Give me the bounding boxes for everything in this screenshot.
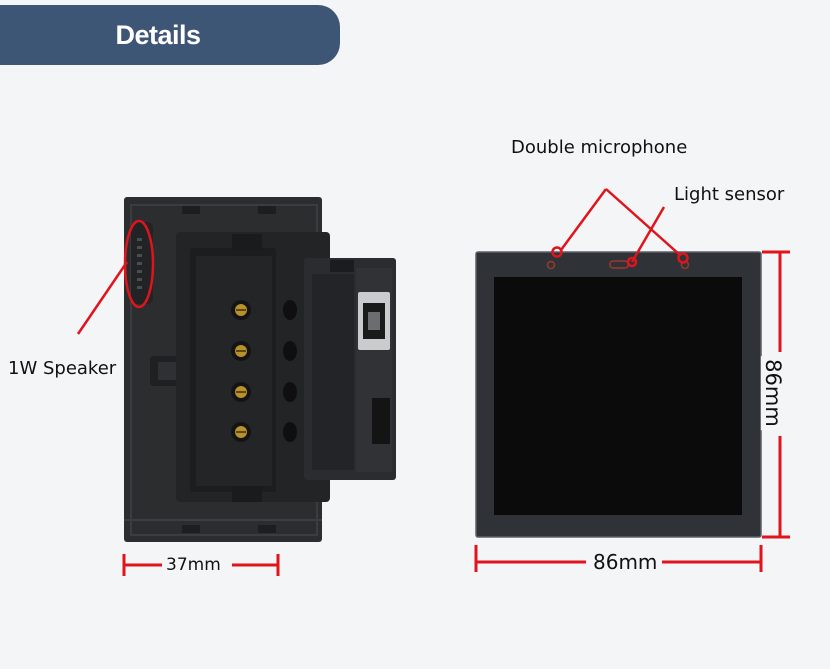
depth-dimension-label: 37mm	[164, 555, 223, 575]
width-dimension-line	[474, 545, 763, 572]
network-port-icon	[358, 292, 390, 350]
front-view-device	[475, 251, 762, 538]
microphone-left-icon	[546, 260, 556, 270]
header-title: Details	[115, 19, 201, 50]
height-dimension-line	[762, 250, 790, 539]
touch-screen	[494, 277, 742, 515]
height-dimension-label: 86mm	[760, 356, 785, 430]
speaker-grille-icon	[137, 238, 142, 289]
light-sensor-label: Light sensor	[674, 184, 785, 205]
speaker-label: 1W Speaker	[8, 358, 117, 379]
width-dimension-label: 86mm	[590, 550, 661, 574]
details-header-tab: Details	[0, 5, 340, 65]
speaker-pointer-line	[76, 261, 129, 335]
microphone-pointer-lines	[551, 188, 689, 268]
depth-dimension-line	[122, 554, 280, 576]
back-view-device	[124, 197, 396, 542]
wire-hole-icons	[283, 300, 297, 442]
terminal-screw-icons	[231, 300, 251, 442]
microphone-label: Double microphone	[511, 137, 688, 158]
